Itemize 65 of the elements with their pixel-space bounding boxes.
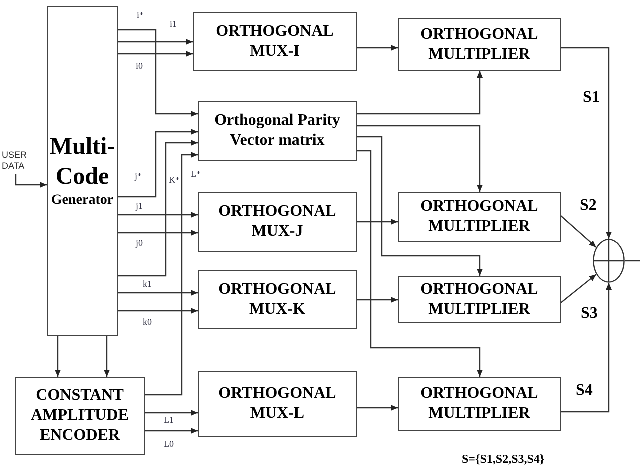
arrow: [357, 405, 398, 411]
edge-label: k0: [143, 318, 152, 327]
edge-label: L*: [191, 170, 201, 179]
mux-block: [198, 270, 357, 329]
arrow: [561, 47, 612, 239]
edge-label: L0: [164, 440, 174, 449]
mux-block: [198, 371, 357, 437]
mux-block: [193, 12, 357, 71]
edge-label: j*: [135, 172, 142, 181]
arrow: [118, 39, 193, 45]
multiplier-block: [398, 377, 561, 431]
multiplier-block: [398, 276, 561, 323]
edge-label: K*: [169, 176, 180, 185]
arrow: [118, 140, 198, 277]
edge-label: j1: [136, 202, 144, 211]
arrow: [118, 212, 198, 218]
arrow: [118, 230, 198, 236]
arrow: [357, 45, 398, 51]
arrow: [357, 136, 483, 276]
input-label: USER DATA: [2, 150, 28, 172]
multiplier-block: [398, 18, 561, 71]
arrow: [357, 125, 483, 192]
block-label: ORTHOGONAL MULTIPLIER: [420, 280, 540, 320]
arrow: [15, 174, 47, 188]
arrow: [118, 290, 198, 296]
arrow: [560, 274, 597, 304]
arrow: [145, 410, 198, 416]
arrow: [118, 51, 193, 57]
edge-label: k1: [143, 280, 152, 289]
arrow: [357, 219, 398, 225]
block-label: ORTHOGONAL MULTIPLIER: [420, 384, 540, 424]
block-label: ORTHOGONAL MULTIPLIER: [420, 24, 540, 64]
arrow: [357, 297, 398, 303]
arrow: [357, 150, 483, 377]
summing-junction: [593, 239, 625, 283]
block-label: ORTHOGONAL MUX-I: [215, 22, 335, 62]
arrow: [560, 216, 597, 248]
edge-label: j0: [136, 239, 144, 248]
arrow: [118, 129, 198, 198]
block-label: ORTHOGONAL MUX-L: [218, 384, 338, 424]
arrow: [118, 308, 198, 314]
edge-label: L1: [164, 416, 174, 425]
note-text: S={S1,S2,S3,S4}: [462, 453, 545, 465]
edge-label: i1: [170, 20, 178, 29]
generator-block: [47, 6, 118, 336]
arrow: [357, 71, 483, 115]
block-label: Orthogonal Parity Vector matrix: [214, 111, 342, 151]
block-label: CONSTANT AMPLITUDE ENCODER: [30, 386, 130, 446]
block-label: ORTHOGONAL MUX-K: [218, 280, 338, 320]
block-label: ORTHOGONAL MUX-J: [218, 202, 338, 242]
encoder-block: [15, 377, 145, 455]
arrow: [104, 336, 110, 377]
matrix-block: [198, 101, 357, 161]
arrow: [55, 336, 61, 377]
mux-block: [198, 192, 357, 252]
block-label: Multi- Code: [48, 133, 116, 192]
edge-label: i*: [137, 11, 144, 20]
arrow: [118, 29, 198, 117]
block-label: ORTHOGONAL MULTIPLIER: [420, 197, 540, 237]
arrow: [561, 283, 612, 413]
arrow: [145, 152, 198, 396]
block-label: Generator: [51, 192, 114, 210]
edge-label: i0: [136, 62, 144, 71]
arrow: [145, 428, 198, 434]
multiplier-block: [398, 192, 561, 242]
